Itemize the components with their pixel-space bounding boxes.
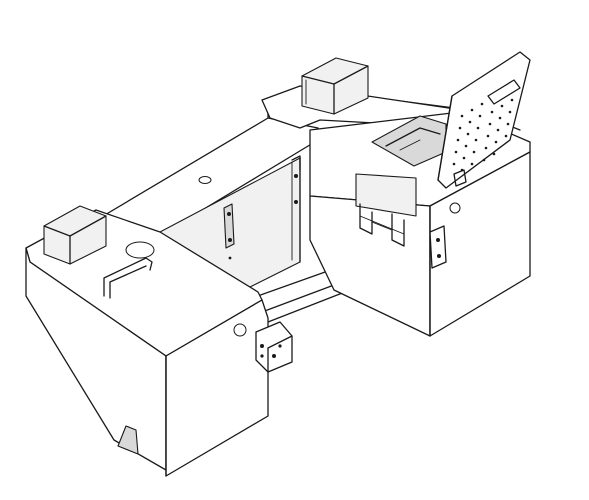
front-mounting-bracket — [255, 321, 293, 373]
filler-opening — [125, 241, 155, 259]
right-tank-port — [449, 202, 461, 214]
hinged-grate-lid — [371, 51, 531, 189]
drain-opening — [117, 425, 139, 455]
strap-bracket — [223, 203, 235, 249]
handle-loop — [103, 257, 153, 297]
rear-bumper-pad — [301, 57, 369, 115]
bolt — [294, 174, 298, 178]
side-bracket — [429, 225, 447, 269]
deck-hole — [198, 176, 212, 184]
left-tank-port — [233, 323, 247, 337]
front-bumper-pad — [43, 205, 107, 265]
lid-handle — [487, 79, 521, 105]
grate-holes — [452, 98, 514, 172]
